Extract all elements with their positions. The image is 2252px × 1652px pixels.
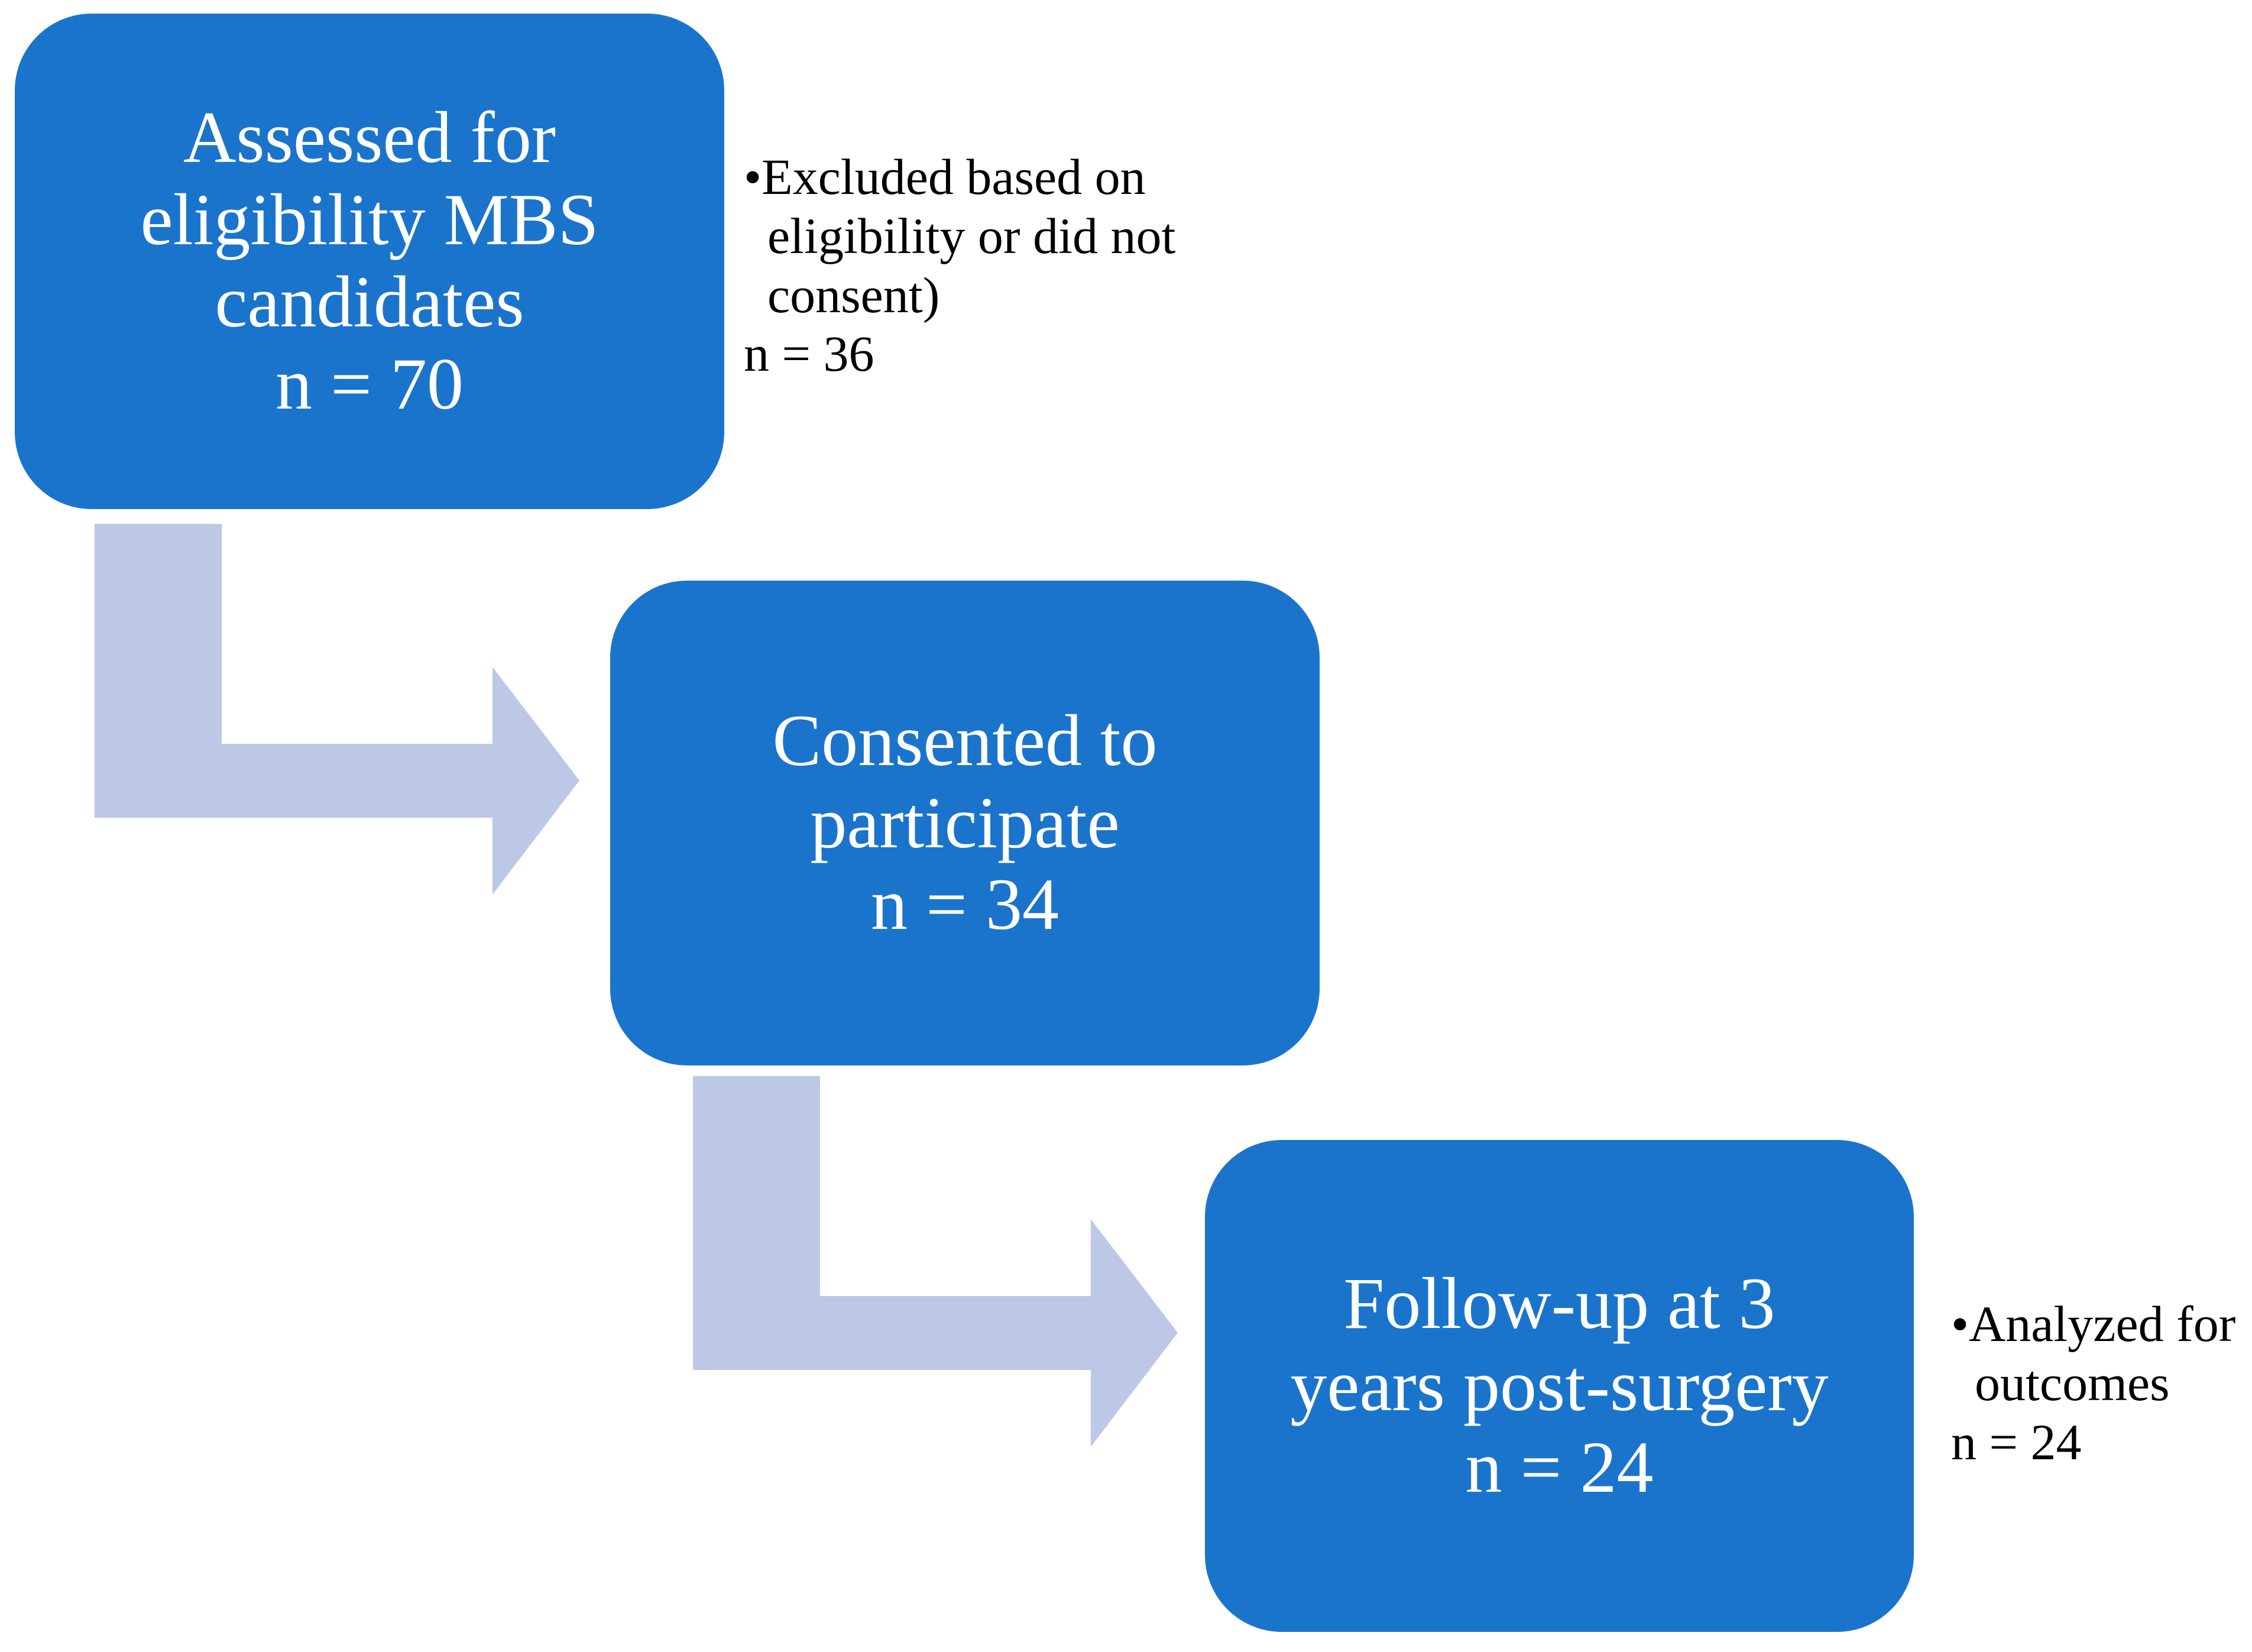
flow-box-consented-to-participate: Consented to participate n = 34 [610, 581, 1320, 1065]
flow-box-followup-post-surgery: Follow-up at 3 years post-surgery n = 24 [1205, 1140, 1914, 1632]
annotation-excluded-count: n = 36 [744, 325, 874, 383]
annotation-analyzed: •Analyzed for outcomes n = 24 [1951, 1295, 2252, 1472]
bent-arrow-consented-to-followup [693, 1076, 1178, 1447]
flow-box-consented-label: Consented to participate n = 34 [772, 699, 1158, 945]
bent-arrow-assessed-to-consented [95, 524, 579, 895]
flow-box-assessed-label: Assessed for eligibility MBS candidates … [140, 97, 599, 425]
flow-box-assessed-for-eligibility: Assessed for eligibility MBS candidates … [15, 14, 724, 509]
annotation-excluded: •Excluded based on eligibility or did no… [744, 148, 1240, 384]
flow-box-followup-label: Follow-up at 3 years post-surgery n = 24 [1290, 1262, 1829, 1508]
annotation-analyzed-count: n = 24 [1951, 1413, 2082, 1470]
annotation-excluded-bullet: •Excluded based on eligibility or did no… [744, 148, 1176, 323]
annotation-analyzed-bullet: •Analyzed for outcomes [1951, 1295, 2236, 1411]
